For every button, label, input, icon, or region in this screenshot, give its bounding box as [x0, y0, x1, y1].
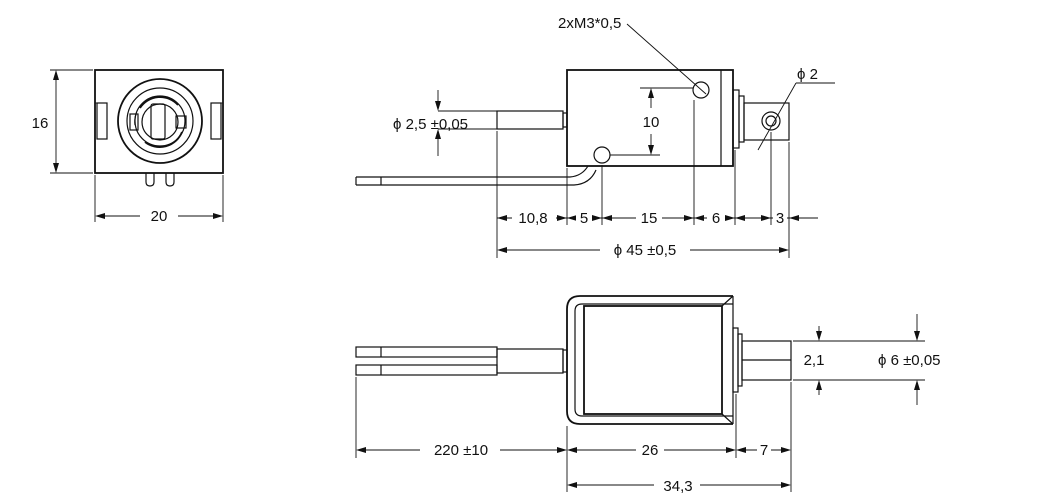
side-dim-a: 10,8	[518, 210, 547, 227]
front-plunger-slot	[150, 103, 166, 140]
front-coil-mid	[126, 87, 194, 155]
top-frame-inner	[574, 303, 733, 417]
top-dim-plunger-diameter: ϕ 6 ±0,05	[878, 352, 941, 369]
top-lead-sleeve	[496, 348, 564, 374]
front-slot-right	[210, 102, 222, 140]
front-slot-left	[96, 102, 108, 140]
front-view: 16 20	[32, 69, 224, 225]
top-view: 2,1 ϕ 6 ±0,05 220 ±10 26 7 34,3	[355, 295, 941, 495]
side-thread-callout: 2xM3*0,5	[558, 15, 621, 32]
side-pin-diameter: ϕ 2	[797, 66, 818, 83]
front-body-outline	[94, 69, 224, 174]
side-dim-d: 6	[712, 210, 720, 227]
side-rear-shaft	[496, 110, 564, 130]
top-dim-step: 2,1	[804, 352, 825, 369]
side-view: 2xM3*0,5 ϕ 2 ϕ 2,5 ±0,05 10	[355, 15, 835, 259]
side-dim-total: ϕ 45 ±0,5	[614, 242, 677, 259]
front-pin-left	[145, 173, 155, 187]
side-dim-e: 3	[776, 210, 784, 227]
top-frame-outer	[566, 295, 733, 425]
side-dim-c: 15	[641, 210, 658, 227]
top-dim-body: 26	[642, 442, 659, 459]
side-dim-b: 5	[580, 210, 588, 227]
side-pin-hole	[761, 111, 781, 131]
front-dim-height: 16	[32, 115, 49, 132]
front-coil-outer	[117, 78, 203, 164]
top-dim-lead: 220 ±10	[434, 442, 488, 459]
top-lead-wire-1	[355, 346, 498, 358]
side-lead-wire	[356, 165, 589, 178]
top-coil	[583, 305, 723, 415]
front-plunger-face	[141, 103, 179, 141]
top-dim-overall: 34,3	[663, 478, 692, 495]
front-dim-width: 20	[151, 208, 168, 225]
top-lead-wire-2	[355, 364, 498, 376]
top-dim-plunger: 7	[760, 442, 768, 459]
side-hole-spacing: 10	[643, 114, 660, 131]
side-shaft-diameter: ϕ 2,5 ±0,05	[393, 116, 468, 133]
side-plunger	[743, 102, 790, 141]
side-mount-hole-top	[692, 81, 710, 99]
front-pin-right	[165, 173, 175, 187]
front-coil-winding	[139, 96, 179, 109]
side-mount-hole-bottom	[593, 146, 611, 164]
